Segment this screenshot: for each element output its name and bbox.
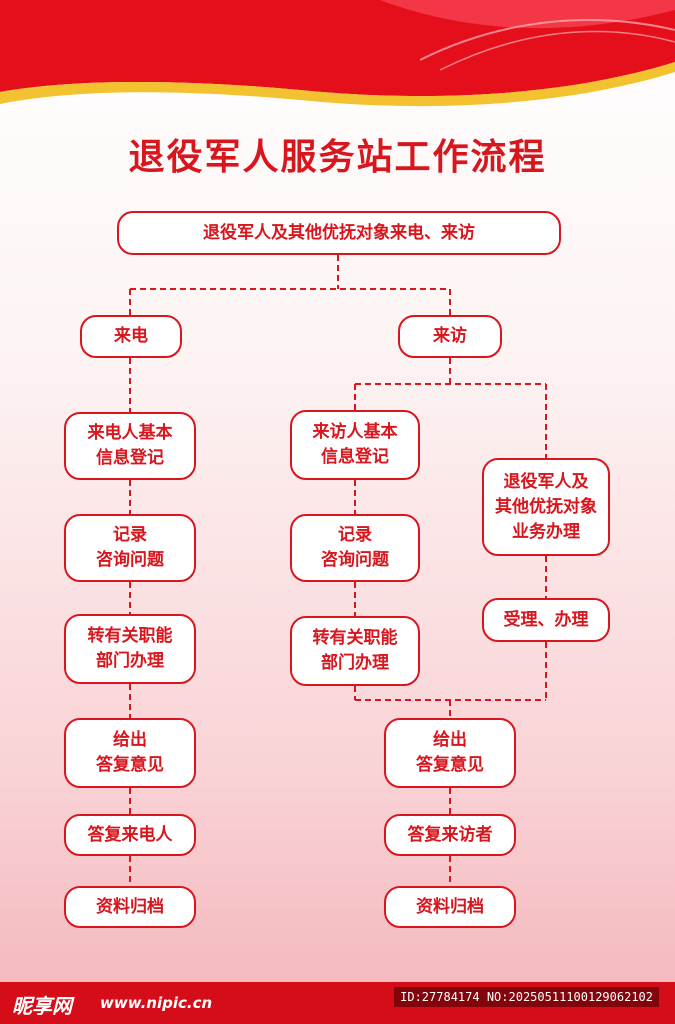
node-call-record: 记录 咨询问题 [64,514,196,582]
node-visit-register: 来访人基本 信息登记 [290,410,420,480]
node-call-transfer: 转有关职能 部门办理 [64,614,196,684]
page-title: 退役军人服务站工作流程 [128,137,547,178]
watermark-bar: 昵享网 www.nipic.cn ID:27784174 NO:20250511… [0,982,675,1024]
node-visit: 来访 [398,315,502,358]
node-visit-transfer: 转有关职能 部门办理 [290,616,420,686]
node-visit-reply-opinion: 给出 答复意见 [384,718,516,788]
node-call-register: 来电人基本 信息登记 [64,412,196,480]
node-visit-record: 记录 咨询问题 [290,514,420,582]
node-call-reply-opinion: 给出 答复意见 [64,718,196,788]
node-call: 来电 [80,315,182,358]
node-call-reply: 答复来电人 [64,814,196,856]
node-visit-reply: 答复来访者 [384,814,516,856]
node-business: 退役军人及 其他优抚对象 业务办理 [482,458,610,556]
node-call-archive: 资料归档 [64,886,196,928]
node-visit-archive: 资料归档 [384,886,516,928]
watermark-brand: 昵享网 [12,994,72,1018]
node-accept: 受理、办理 [482,598,610,642]
watermark-id: ID:27784174 NO:20250511100129062102 [394,987,659,1007]
header-wave-decoration [0,0,675,107]
watermark-url: www.nipic.cn [100,994,213,1012]
node-top-incoming: 退役军人及其他优抚对象来电、来访 [117,211,561,255]
